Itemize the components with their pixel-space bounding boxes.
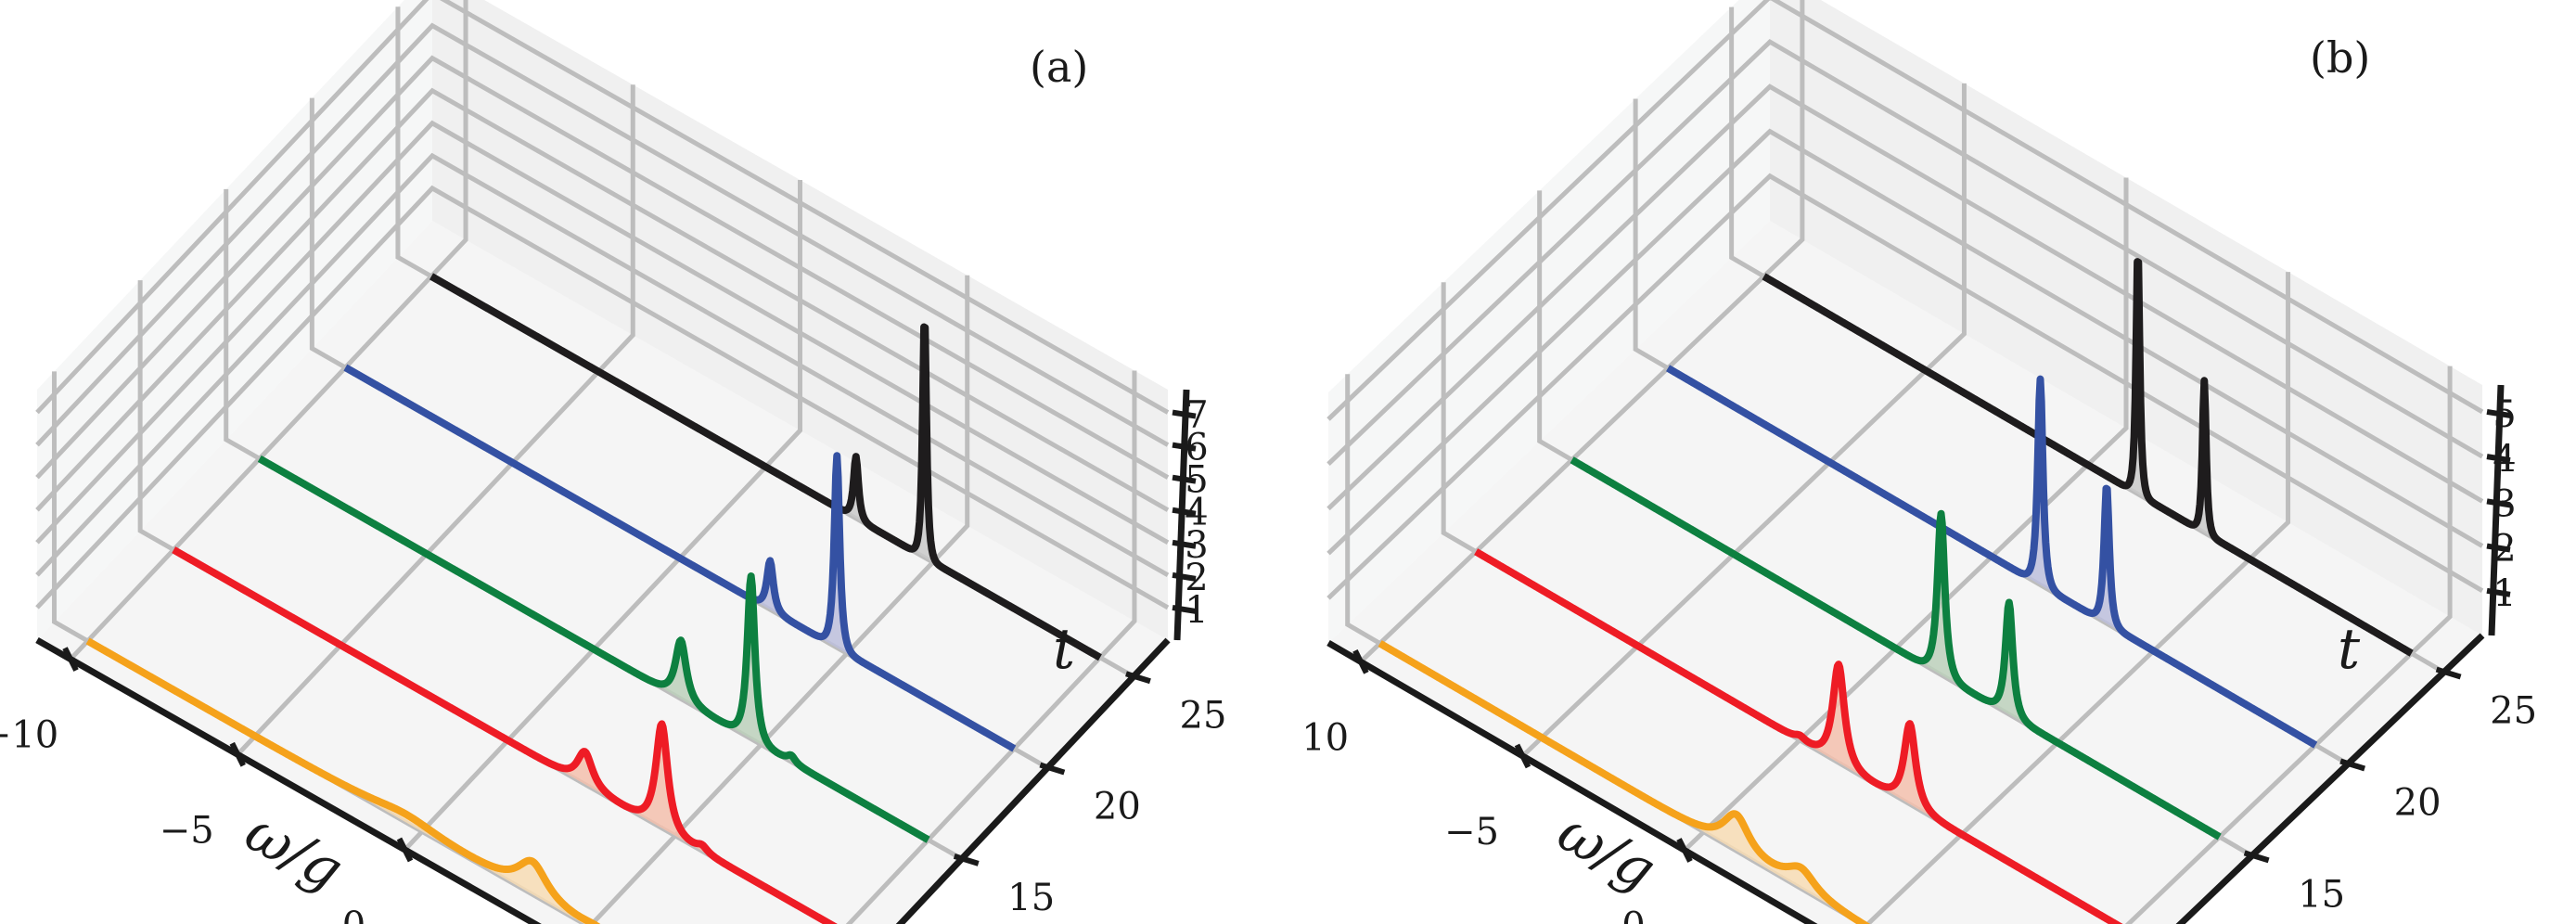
x-tick-label: −10 xyxy=(1299,716,1349,759)
z-tick-label: 1 xyxy=(1185,589,1208,632)
series-t=5 xyxy=(1377,640,1871,924)
series-t=15 xyxy=(256,455,931,843)
panel-b: −10−5051051015202512345ω/gt(b) xyxy=(1299,0,2576,924)
x-tick-label: 0 xyxy=(1621,905,1645,924)
z-tick-label: 4 xyxy=(1185,492,1208,534)
z-tick-label: 2 xyxy=(1185,557,1208,599)
series-t=10 xyxy=(171,546,838,924)
t-axis-title: t xyxy=(2338,617,2361,682)
z-tick-label: 2 xyxy=(2493,528,2516,571)
z-tick-label: 3 xyxy=(2493,482,2516,525)
axis-lines xyxy=(35,389,1197,924)
series-group xyxy=(1377,258,2415,924)
t-tick-label: 20 xyxy=(2394,781,2441,824)
series-t=10 xyxy=(1473,548,2123,924)
t-tick-label: 20 xyxy=(1094,786,1141,828)
z-tick-label: 3 xyxy=(1185,524,1208,567)
series-t=25 xyxy=(429,273,1103,661)
panel-label: (a) xyxy=(1030,42,1088,92)
x-tick-label: −5 xyxy=(1444,811,1499,853)
t-tick-label: 25 xyxy=(2490,690,2537,733)
panel-a: −10−505105101520251234567ω/gt(a) xyxy=(0,0,1226,924)
series-group xyxy=(84,273,1103,924)
waterfall-plot-b: −10−5051051015202512345ω/gt(b) xyxy=(1299,0,2537,924)
x-tick-label: −5 xyxy=(160,809,214,852)
z-tick-label: 5 xyxy=(1185,459,1208,502)
grid-lines xyxy=(1326,0,2484,924)
z-tick-label: 6 xyxy=(1185,427,1208,469)
series-t=25 xyxy=(1761,258,2415,657)
tick-labels: −10−5051051015202512345 xyxy=(1299,393,2537,924)
waterfall-plot-a: −10−505105101520251234567ω/gt(a) xyxy=(0,0,1226,924)
z-tick-label: 4 xyxy=(2493,438,2516,481)
axis-lines xyxy=(1326,384,2511,924)
series-t=15 xyxy=(1569,456,2223,841)
x-axis-title: ω/g xyxy=(235,799,353,903)
series-t=20 xyxy=(342,364,1018,752)
series-t=5 xyxy=(84,637,601,924)
t-tick-label: 15 xyxy=(1007,877,1055,919)
z-tick-label: 1 xyxy=(2493,572,2516,615)
z-tick-label: 5 xyxy=(2493,393,2516,436)
t-axis-title: t xyxy=(1053,617,1076,682)
x-tick-label: 0 xyxy=(342,905,365,924)
t-tick-label: 15 xyxy=(2298,873,2345,916)
series-t=20 xyxy=(1665,365,2319,749)
x-tick-label: −10 xyxy=(0,714,58,757)
tick-labels: −10−505105101520251234567 xyxy=(0,394,1226,924)
panel-label: (b) xyxy=(2310,32,2370,83)
z-tick-label: 7 xyxy=(1185,394,1208,437)
t-tick-label: 25 xyxy=(1180,694,1227,737)
